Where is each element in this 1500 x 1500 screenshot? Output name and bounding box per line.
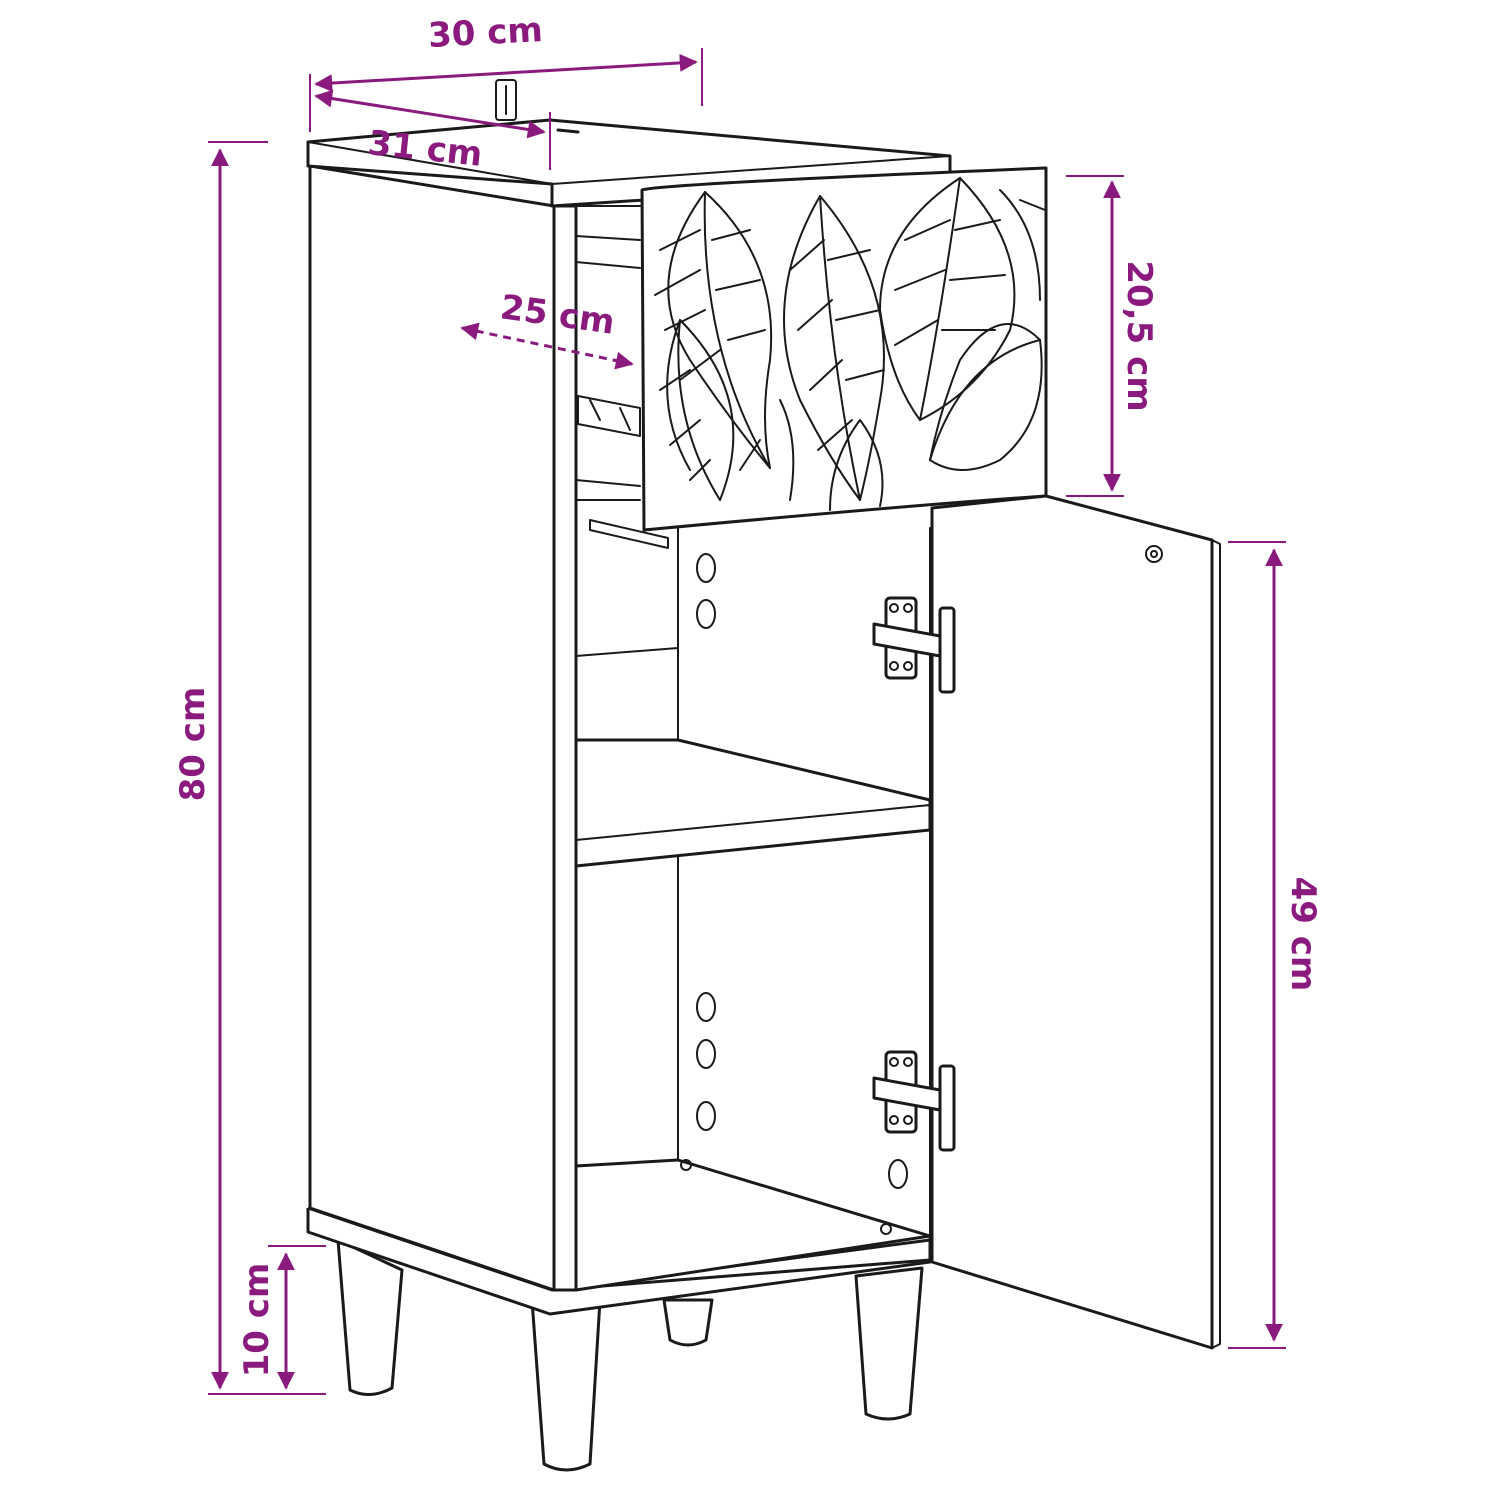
cabinet-door <box>929 494 1221 1350</box>
cabinet-side-panel <box>308 164 556 1292</box>
hinge-lower <box>872 1050 956 1152</box>
label-total-height: 80 cm <box>173 687 213 802</box>
label-drawer-height: 20,5 cm <box>1119 260 1159 411</box>
label-width-top: 30 cm <box>427 10 544 56</box>
drawer-front <box>640 166 1048 532</box>
dimension-lines <box>208 48 1286 1395</box>
leaf-pattern <box>654 177 1046 511</box>
cabinet-legs <box>336 1238 924 1472</box>
label-door-height: 49 cm <box>1283 877 1323 992</box>
label-leg-height: 10 cm <box>237 1263 277 1378</box>
cabinet-interior <box>552 204 932 1292</box>
cabinet <box>306 118 1221 1472</box>
hinge-upper <box>872 596 956 694</box>
